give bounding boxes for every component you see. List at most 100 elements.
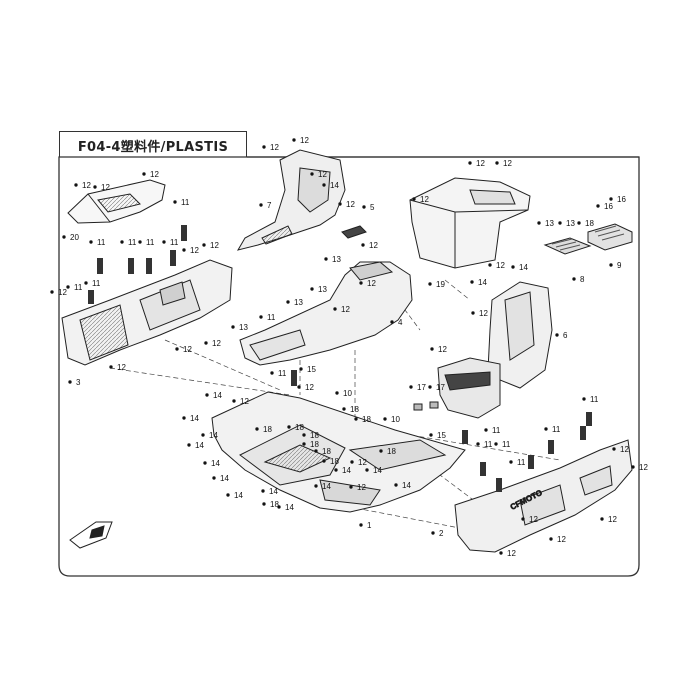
- callout-label-12: 12: [369, 241, 378, 250]
- callout-label-6: 6: [563, 331, 568, 340]
- callout-label-13: 13: [545, 219, 554, 228]
- callout-label-14: 14: [220, 474, 229, 483]
- callout-leader-dot: [609, 197, 613, 201]
- callout-label-12: 12: [210, 241, 219, 250]
- callout-label-5: 5: [370, 203, 375, 212]
- callout-leader-dot: [66, 285, 70, 289]
- callout-leader-dot: [549, 537, 553, 541]
- callout-label-12: 12: [270, 143, 279, 152]
- callout-label-18: 18: [310, 431, 319, 440]
- callout-label-11: 11: [74, 283, 83, 292]
- part-19-storage-box: [409, 177, 531, 269]
- callout-label-18: 18: [387, 447, 396, 456]
- callout-leader-dot: [205, 393, 209, 397]
- callout-leader-dot: [509, 460, 513, 464]
- callout-label-16: 16: [617, 195, 626, 204]
- callout-label-12: 12: [358, 458, 367, 467]
- callout-leader-dot: [322, 183, 326, 187]
- callout-leader-dot: [394, 483, 398, 487]
- callout-label-10: 10: [343, 389, 352, 398]
- callout-leader-dot: [255, 427, 259, 431]
- callout-label-12: 12: [438, 345, 447, 354]
- front-direction-arrow-icon: [69, 521, 113, 549]
- callout-leader-dot: [335, 391, 339, 395]
- callout-leader-dot: [333, 307, 337, 311]
- callout-leader-dot: [428, 282, 432, 286]
- callout-label-14: 14: [269, 487, 278, 496]
- callout-leader-dot: [286, 300, 290, 304]
- callout-label-2: 2: [439, 529, 444, 538]
- callout-leader-dot: [261, 489, 265, 493]
- callout-leader-dot: [484, 428, 488, 432]
- callout-label-18: 18: [350, 405, 359, 414]
- callout-leader-dot: [187, 443, 191, 447]
- callout-label-12: 12: [341, 305, 350, 314]
- callout-leader-dot: [494, 442, 498, 446]
- callout-leader-dot: [511, 265, 515, 269]
- callout-label-9: 9: [617, 261, 622, 270]
- callout-label-12: 12: [608, 515, 617, 524]
- callout-leader-dot: [270, 371, 274, 375]
- fastener-stacks: [88, 225, 592, 492]
- part-6-right-upright: [487, 281, 553, 389]
- callout-label-18: 18: [263, 425, 272, 434]
- callout-leader-dot: [430, 347, 434, 351]
- callout-leader-dot: [203, 461, 207, 465]
- callout-label-12: 12: [318, 170, 327, 179]
- callout-leader-dot: [338, 202, 342, 206]
- callout-leader-dot: [495, 161, 499, 165]
- callout-label-11: 11: [170, 238, 179, 247]
- callout-leader-dot: [499, 551, 503, 555]
- callout-label-12: 12: [639, 463, 648, 472]
- callout-label-13: 13: [332, 255, 341, 264]
- callout-leader-dot: [93, 185, 97, 189]
- callout-label-20: 20: [70, 233, 79, 242]
- callout-label-12: 12: [82, 181, 91, 190]
- callout-leader-dot: [324, 257, 328, 261]
- callout-leader-dot: [182, 248, 186, 252]
- callout-label-10: 10: [391, 415, 400, 424]
- part-9-vent: [587, 223, 633, 251]
- part-8-vent: [543, 237, 592, 255]
- callout-label-14: 14: [402, 481, 411, 490]
- callout-label-12: 12: [346, 200, 355, 209]
- callout-leader-dot: [409, 385, 413, 389]
- callout-label-3: 3: [76, 378, 81, 387]
- callout-leader-dot: [120, 240, 124, 244]
- callout-label-12: 12: [190, 246, 199, 255]
- callout-leader-dot: [62, 235, 66, 239]
- callout-label-18: 18: [270, 500, 279, 509]
- callout-label-4: 4: [398, 318, 403, 327]
- callout-leader-dot: [84, 281, 88, 285]
- callout-leader-dot: [226, 493, 230, 497]
- callout-leader-dot: [431, 531, 435, 535]
- callout-leader-dot: [322, 459, 326, 463]
- callout-label-14: 14: [330, 181, 339, 190]
- part-1-floor-tray: [211, 391, 466, 513]
- callout-label-11: 11: [590, 395, 599, 404]
- callout-leader-dot: [109, 365, 113, 369]
- callout-label-16: 16: [604, 202, 613, 211]
- right-box-assembly: [437, 357, 501, 419]
- callout-label-18: 18: [330, 457, 339, 466]
- callout-label-15: 15: [437, 431, 446, 440]
- callout-leader-dot: [365, 468, 369, 472]
- callout-leader-dot: [428, 385, 432, 389]
- diagram-title: F04-4塑料件/PLASTIS: [77, 140, 229, 155]
- callout-leader-dot: [334, 468, 338, 472]
- callout-label-12: 12: [479, 309, 488, 318]
- callout-leader-dot: [138, 240, 142, 244]
- callout-label-8: 8: [580, 275, 585, 284]
- callout-label-1: 1: [367, 521, 372, 530]
- callout-label-12: 12: [183, 345, 192, 354]
- callout-leader-dot: [361, 243, 365, 247]
- callout-leader-dot: [50, 290, 54, 294]
- callout-label-12: 12: [305, 383, 314, 392]
- callout-leader-dot: [612, 447, 616, 451]
- callout-label-12: 12: [240, 397, 249, 406]
- callout-leader-dot: [558, 221, 562, 225]
- callout-label-15: 15: [307, 365, 316, 374]
- callout-label-14: 14: [209, 431, 218, 440]
- callout-label-13: 13: [294, 298, 303, 307]
- callout-leader-dot: [201, 433, 205, 437]
